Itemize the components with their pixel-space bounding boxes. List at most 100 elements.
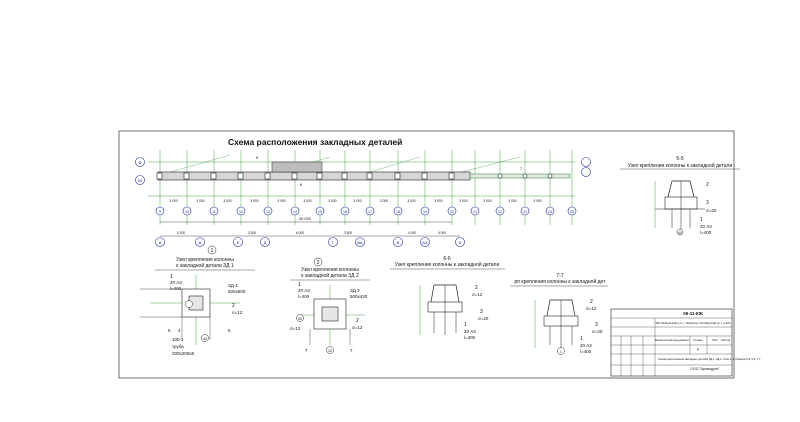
node-2: 2 Узел крепления колонны к закладной дет… <box>290 257 370 354</box>
axis-bubble-label: 17 <box>368 210 372 214</box>
node-1-item1: 1 <box>170 274 173 280</box>
node-1-sec5: 5 <box>228 328 231 333</box>
node-1-length: l=400 <box>170 286 182 291</box>
dim-value: 3 000 <box>353 199 361 203</box>
section-6-6-item1: 1 <box>464 322 467 328</box>
node-1-pipe-2: 200х200х8 <box>172 351 195 356</box>
dim-value: 3 000 <box>407 199 415 203</box>
section-7-7-weld2: σ=20 <box>592 329 603 334</box>
section-5-5-label: 5-5 <box>676 156 683 162</box>
letter-axis-bubble <box>260 237 270 247</box>
node-2-circle-text: 40 <box>298 317 302 321</box>
letter-axis-bubble <box>233 237 243 247</box>
letter-axis-label: ВА <box>357 240 363 245</box>
axis-bubble-label: 15 <box>318 210 322 214</box>
node-2-title-1: Узел крепления колонны <box>301 267 359 273</box>
wall-extension <box>469 173 571 179</box>
letter-axis-bubble <box>393 237 403 247</box>
section-7-7-title: pп крепления колонны к закладной дет <box>515 278 607 285</box>
node-1-zd: ЗД-1 <box>228 283 238 288</box>
node-1: 1 Узел крепления колонны к закладной дет… <box>140 245 255 356</box>
axis-bubble <box>290 206 300 216</box>
section-5-5-callout-2: 2 <box>706 182 709 188</box>
node-1-pipe-1: труба <box>172 344 184 349</box>
axis-bubble <box>495 206 505 216</box>
axis-bubble-label: 14 <box>293 210 297 214</box>
section-6-6-weld2: σ=20 <box>478 316 489 321</box>
axis-bubble <box>420 206 430 216</box>
node-2-badge-bottom <box>326 346 334 354</box>
lower-dim-value: 3 200 <box>248 231 256 235</box>
node-2-badge-text: 10 <box>328 349 332 353</box>
tb-address: МО Люберецкий р-н, г. Люберцы, Октябрьск… <box>656 321 731 325</box>
axis-bubble-label: 12 <box>239 210 243 214</box>
node-1-badge <box>207 245 217 255</box>
section-6-6-item2: 2 <box>475 285 478 291</box>
section-mark-6: 6 <box>300 182 303 187</box>
dim-value: 3 000 <box>533 199 541 203</box>
axis-bubble-label: 20 <box>450 210 454 214</box>
letter-axis-bubble <box>155 237 165 247</box>
lower-dim-value: 6 000 <box>296 231 304 235</box>
tb-sheet-label: Лист <box>712 338 719 342</box>
node-2-weld-left: σ=12 <box>290 326 301 331</box>
axis-bubble <box>447 206 457 216</box>
lower-dim-value: 3 500 <box>344 231 352 235</box>
axis-bubble-label: 9 <box>159 210 161 214</box>
axis-bubble <box>315 206 325 216</box>
letter-axis-label: Ж <box>198 240 202 245</box>
axis-bubble <box>182 206 192 216</box>
axis-bubble-label: 24 <box>548 210 552 214</box>
letter-axis-label: И <box>159 240 162 245</box>
axis-bubble-left-2 <box>135 175 145 185</box>
letter-axis-bubble <box>195 237 205 247</box>
section-7-7-circle <box>557 347 565 355</box>
node-2-sec7: 7 <box>305 348 308 353</box>
axis-bubble <box>155 206 165 216</box>
node-1-number: 1 <box>211 248 214 254</box>
letter-axis-label: Б <box>459 240 462 245</box>
axis-bubble-label: 22 <box>498 210 502 214</box>
dim-value: 3 000 <box>380 199 388 203</box>
dim-value: 3 000 <box>434 199 442 203</box>
letter-axis-bubble <box>328 237 338 247</box>
dim-value: 3 000 <box>196 199 204 203</box>
node-2-zd-size: 500х420 <box>350 294 368 299</box>
node-2-zd: ЗД-2 <box>350 288 360 293</box>
node-2-bar: 20 А3 <box>298 288 310 293</box>
axis-bubble <box>263 206 273 216</box>
letter-axis-label: В <box>397 240 400 245</box>
node-1-item100: 100-1 <box>172 337 184 342</box>
axis-bubble-right-2 <box>581 167 591 177</box>
section-6-6-label: 6-6 <box>443 256 450 262</box>
node-2-item2: 2 <box>356 318 359 324</box>
wall-bump <box>271 161 323 173</box>
axis-bubble-label: 21 <box>473 210 477 214</box>
section-6-6-item3: 3 <box>480 309 483 315</box>
axis-bubble <box>470 206 480 216</box>
letter-axis-label: Г <box>332 240 335 245</box>
letter-axis-label: Д <box>264 240 267 245</box>
title-block: 05-11-КЖ МО Люберецкий р-н, г. Люберцы, … <box>610 308 761 377</box>
axis-bubble <box>365 206 375 216</box>
columns <box>156 172 553 180</box>
section-5-5-callout-1: 1 <box>700 217 703 223</box>
axis-bubble-label: 10 <box>185 210 189 214</box>
section-5-5-circle <box>676 228 684 236</box>
lower-dim-value: 4 000 <box>408 231 416 235</box>
section-7-7-length: l=400 <box>580 349 592 354</box>
axis-bubble <box>236 206 246 216</box>
node-2-title-2: к закладной детали ЗД 2 <box>301 272 359 279</box>
section-5-5-title: Узел крепления колонны к закладной детал… <box>628 162 733 169</box>
section-7-7-circle-text: 1 <box>560 350 562 354</box>
section-6-6-weld: σ=12 <box>472 292 483 297</box>
section-6-6: 6-6 Узел крепления колонны к закладной д… <box>390 256 505 340</box>
section-5-5-bar: 20 А3 <box>700 224 712 229</box>
axis-bubble-left-1 <box>135 157 145 167</box>
axis-bubble-label: 18 <box>396 210 400 214</box>
tb-drawing-name: Схема расположения закладных деталей ЗД-… <box>658 357 761 361</box>
section-mark-7: 7 <box>520 166 523 171</box>
